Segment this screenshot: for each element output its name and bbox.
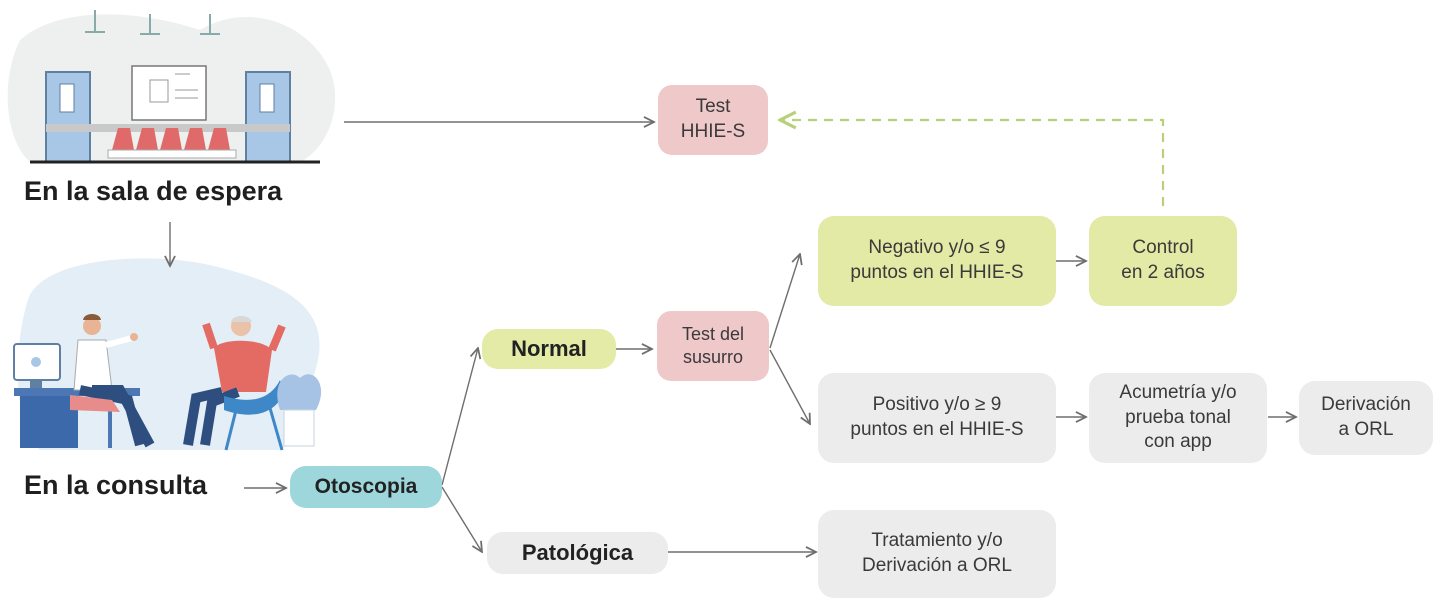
waiting-room-illustration — [7, 10, 336, 164]
node-test-hhie: Test HHIE-S — [658, 85, 768, 155]
node-derivacion: Derivación a ORL — [1299, 381, 1433, 455]
dashed-arrow-control-to-hhie — [780, 120, 1165, 206]
arrow-otoscopia-to-patologica — [441, 486, 482, 552]
node-normal: Normal — [482, 329, 616, 369]
consultation-label: En la consulta — [24, 470, 208, 500]
doctor-patient-illustration — [13, 258, 322, 451]
node-test-susurro: Test del susurro — [657, 311, 769, 381]
arrow-susurro-to-negativo — [769, 254, 800, 349]
node-acumetria: Acumetría y/o prueba tonal con app — [1089, 373, 1267, 463]
arrow-otoscopia-to-normal — [441, 348, 478, 486]
arrow-susurro-to-positivo — [769, 349, 810, 424]
node-patologica: Patológica — [487, 532, 668, 574]
waiting-room-label: En la sala de espera — [24, 176, 283, 206]
node-tratamiento: Tratamiento y/o Derivación a ORL — [818, 510, 1056, 598]
node-control: Control en 2 años — [1089, 216, 1237, 306]
connector-arrows — [170, 122, 1296, 552]
node-negativo: Negativo y/o ≤ 9 puntos en el HHIE-S — [818, 216, 1056, 306]
node-otoscopia: Otoscopia — [290, 466, 442, 508]
node-positivo: Positivo y/o ≥ 9 puntos en el HHIE-S — [818, 373, 1056, 463]
